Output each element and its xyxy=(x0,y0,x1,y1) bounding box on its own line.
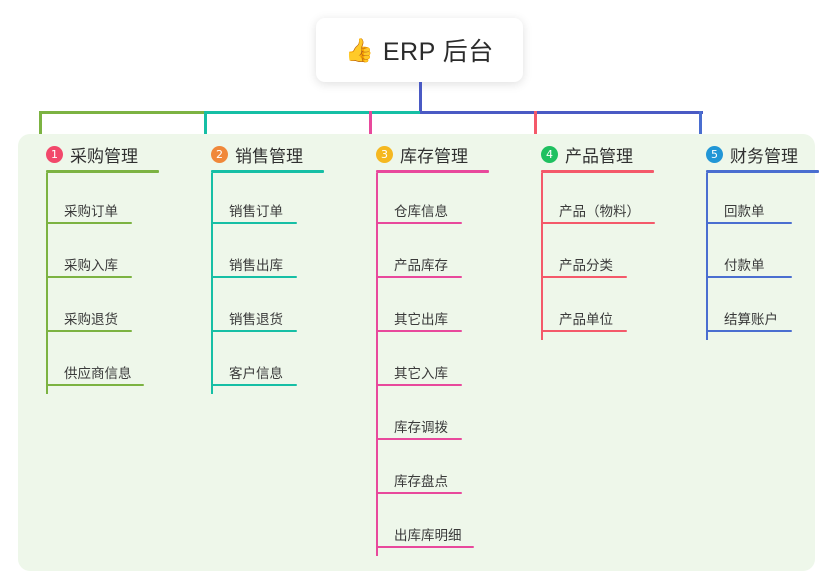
branch-badge-3: 3 xyxy=(376,146,393,163)
branch-spine-4 xyxy=(541,173,543,340)
branch-title-5: 财务管理 xyxy=(730,147,798,166)
connector-bus-left xyxy=(40,111,205,114)
connector-root-stem xyxy=(419,82,422,114)
branch-item-rule xyxy=(46,330,132,332)
branch-item[interactable]: 产品（物料） xyxy=(559,204,640,219)
branch-item-rule xyxy=(706,222,792,224)
branch-item-rule xyxy=(46,276,132,278)
branch-item[interactable]: 结算账户 xyxy=(724,312,778,327)
connector-drop-4 xyxy=(534,111,537,146)
branch-item-rule xyxy=(376,492,462,494)
branch-item-rule xyxy=(376,438,462,440)
branch-title-1: 采购管理 xyxy=(70,147,138,166)
branch-item[interactable]: 其它出库 xyxy=(394,312,448,327)
branches-panel xyxy=(18,134,815,571)
branch-item[interactable]: 销售出库 xyxy=(229,258,283,273)
branch-item-rule xyxy=(706,276,792,278)
connector-drop-3 xyxy=(369,111,372,146)
connector-drop-1 xyxy=(39,111,42,146)
root-node-title: ERP 后台 xyxy=(382,38,494,66)
branch-badge-2: 2 xyxy=(211,146,228,163)
branch-header-3[interactable]: 3 库存管理 xyxy=(376,142,468,167)
branch-title-4: 产品管理 xyxy=(565,147,633,166)
branch-item-rule xyxy=(376,546,474,548)
branch-spine-3 xyxy=(376,173,378,556)
branch-header-rule-4 xyxy=(541,170,654,173)
branch-item[interactable]: 仓库信息 xyxy=(394,204,448,219)
branch-item-rule xyxy=(211,222,297,224)
branch-item-rule xyxy=(46,384,144,386)
branch-item[interactable]: 产品库存 xyxy=(394,258,448,273)
branch-item-rule xyxy=(541,222,655,224)
branch-item[interactable]: 其它入库 xyxy=(394,366,448,381)
branch-badge-1: 1 xyxy=(46,146,63,163)
branch-item-rule xyxy=(376,222,462,224)
branch-item-rule xyxy=(541,330,627,332)
connector-bus-right xyxy=(420,111,703,114)
branch-badge-5: 5 xyxy=(706,146,723,163)
branch-item-rule xyxy=(376,384,462,386)
branch-title-2: 销售管理 xyxy=(235,147,303,166)
branch-item[interactable]: 产品单位 xyxy=(559,312,613,327)
connector-drop-2 xyxy=(204,111,207,146)
thumbs-up-icon: 👍 xyxy=(345,36,374,63)
branch-item[interactable]: 供应商信息 xyxy=(64,366,132,381)
branch-spine-1 xyxy=(46,173,48,394)
branch-header-rule-5 xyxy=(706,170,819,173)
branch-item[interactable]: 客户信息 xyxy=(229,366,283,381)
branch-item-rule xyxy=(376,276,462,278)
branch-item[interactable]: 出库库明细 xyxy=(394,528,462,543)
branch-header-2[interactable]: 2 销售管理 xyxy=(211,142,303,167)
branch-header-rule-2 xyxy=(211,170,324,173)
branch-item-rule xyxy=(211,276,297,278)
branch-item-rule xyxy=(211,330,297,332)
branch-item[interactable]: 库存调拨 xyxy=(394,420,448,435)
branch-header-5[interactable]: 5 财务管理 xyxy=(706,142,798,167)
branch-header-1[interactable]: 1 采购管理 xyxy=(46,142,138,167)
branch-item[interactable]: 销售退货 xyxy=(229,312,283,327)
branch-item[interactable]: 采购入库 xyxy=(64,258,118,273)
branch-item[interactable]: 回款单 xyxy=(724,204,765,219)
branch-item[interactable]: 采购退货 xyxy=(64,312,118,327)
branch-item[interactable]: 库存盘点 xyxy=(394,474,448,489)
branch-item-rule xyxy=(706,330,792,332)
branch-item[interactable]: 产品分类 xyxy=(559,258,613,273)
branch-item-rule xyxy=(211,384,297,386)
root-node[interactable]: 👍 ERP 后台 xyxy=(316,18,523,82)
branch-item-rule xyxy=(541,276,627,278)
branch-header-rule-1 xyxy=(46,170,159,173)
connector-bus-mid xyxy=(205,111,422,114)
branch-spine-5 xyxy=(706,173,708,340)
branch-item[interactable]: 销售订单 xyxy=(229,204,283,219)
branch-header-rule-3 xyxy=(376,170,489,173)
branch-item[interactable]: 付款单 xyxy=(724,258,765,273)
branch-spine-2 xyxy=(211,173,213,394)
branch-item-rule xyxy=(46,222,132,224)
branch-header-4[interactable]: 4 产品管理 xyxy=(541,142,633,167)
branch-title-3: 库存管理 xyxy=(400,147,468,166)
branch-badge-4: 4 xyxy=(541,146,558,163)
branch-item-rule xyxy=(376,330,462,332)
branch-item[interactable]: 采购订单 xyxy=(64,204,118,219)
connector-drop-5 xyxy=(699,111,702,146)
